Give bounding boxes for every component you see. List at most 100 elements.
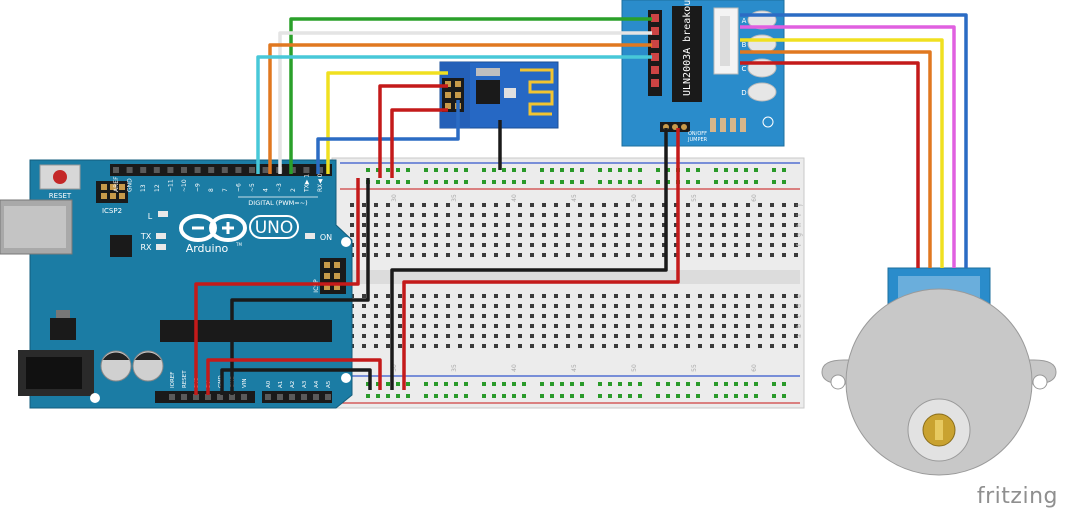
breadboard-hole (350, 203, 354, 207)
breadboard-hole (590, 223, 594, 227)
power-pin (241, 394, 247, 400)
power-rail-hole (686, 180, 690, 184)
breadboard-hole (698, 344, 702, 348)
driver-led-label: C (742, 65, 747, 73)
power-rail-hole (638, 180, 642, 184)
breadboard-hole (506, 253, 510, 257)
breadboard-hole (734, 253, 738, 257)
breadboard-hole (350, 223, 354, 227)
breadboard-hole (350, 233, 354, 237)
breadboard-hole (674, 334, 678, 338)
breadboard-column-number: 55 (691, 364, 698, 372)
breadboard-hole (674, 213, 678, 217)
breadboard-hole (638, 294, 642, 298)
breadboard-hole (614, 324, 618, 328)
breadboard-hole (542, 243, 546, 247)
power-rail-hole (540, 168, 544, 172)
breadboard-hole (758, 223, 762, 227)
power-rail-hole (560, 168, 564, 172)
breadboard-hole (782, 253, 786, 257)
breadboard-hole (686, 243, 690, 247)
digital-pin (262, 167, 269, 173)
breadboard-hole (794, 233, 798, 237)
power-rail-hole (434, 180, 438, 184)
wire-motor-blue (740, 13, 968, 268)
breadboard-hole (698, 253, 702, 257)
power-rail-hole (744, 394, 748, 398)
breadboard-column-number: 30 (391, 364, 398, 372)
breadboard-hole (674, 253, 678, 257)
breadboard-hole (362, 203, 366, 207)
breadboard-hole (710, 294, 714, 298)
breadboard-column-number: 35 (451, 364, 458, 372)
breadboard-hole (650, 344, 654, 348)
breadboard-hole (782, 213, 786, 217)
digital-pin (140, 167, 147, 173)
power-rail-hole (386, 180, 390, 184)
digital-pin (126, 167, 133, 173)
power-rail-hole (628, 382, 632, 386)
breadboard-hole (746, 344, 750, 348)
breadboard-hole (698, 243, 702, 247)
breadboard-hole (674, 243, 678, 247)
breadboard-hole (686, 223, 690, 227)
breadboard-hole (422, 223, 426, 227)
power-rail-hole (386, 168, 390, 172)
breadboard-column-number: 55 (691, 194, 698, 202)
breadboard-hole (482, 304, 486, 308)
power-rail-hole (492, 180, 496, 184)
power-rail-hole (454, 168, 458, 172)
power-rail-hole (502, 394, 506, 398)
breadboard-hole (410, 304, 414, 308)
breadboard-hole (602, 344, 606, 348)
breadboard-hole (542, 253, 546, 257)
breadboard-hole (794, 243, 798, 247)
power-rail-hole (406, 180, 410, 184)
breadboard-hole (398, 223, 402, 227)
breadboard-hole (662, 253, 666, 257)
breadboard-hole (782, 344, 786, 348)
breadboard-hole (782, 243, 786, 247)
breadboard-hole (782, 233, 786, 237)
power-rail-hole (618, 394, 622, 398)
breadboard-hole (722, 324, 726, 328)
analog-pin (289, 394, 295, 400)
breadboard-hole (794, 203, 798, 207)
digital-pin (221, 167, 228, 173)
breadboard-hole (422, 334, 426, 338)
power-rail-hole (386, 394, 390, 398)
microcontroller-chip (160, 320, 332, 342)
breadboard-hole (722, 304, 726, 308)
power-rail-hole (580, 168, 584, 172)
power-rail-hole (734, 394, 738, 398)
breadboard-hole (626, 213, 630, 217)
wire-black-rail (220, 368, 372, 395)
driver-led-label: B (742, 41, 747, 49)
breadboard-hole (434, 213, 438, 217)
analog-pin (265, 394, 271, 400)
breadboard-hole (590, 304, 594, 308)
breadboard-hole (698, 314, 702, 318)
breadboard-hole (410, 294, 414, 298)
breadboard-hole (554, 304, 558, 308)
power-rail-hole (464, 382, 468, 386)
breadboard-hole (542, 334, 546, 338)
power-rail-hole (550, 168, 554, 172)
breadboard-hole (686, 344, 690, 348)
driver-led (747, 82, 777, 102)
breadboard-hole (518, 344, 522, 348)
breadboard-hole (674, 233, 678, 237)
breadboard-hole (794, 334, 798, 338)
power-rail-hole (482, 168, 486, 172)
breadboard-hole (506, 324, 510, 328)
power-rail-hole (492, 382, 496, 386)
breadboard-hole (614, 314, 618, 318)
breadboard-hole (554, 253, 558, 257)
digital-pin-label: TX▶ 1 (303, 174, 310, 193)
breadboard-hole (434, 304, 438, 308)
breadboard-hole (494, 344, 498, 348)
breadboard-hole (470, 324, 474, 328)
breadboard-hole (674, 294, 678, 298)
breadboard-hole (650, 203, 654, 207)
breadboard-hole (782, 334, 786, 338)
